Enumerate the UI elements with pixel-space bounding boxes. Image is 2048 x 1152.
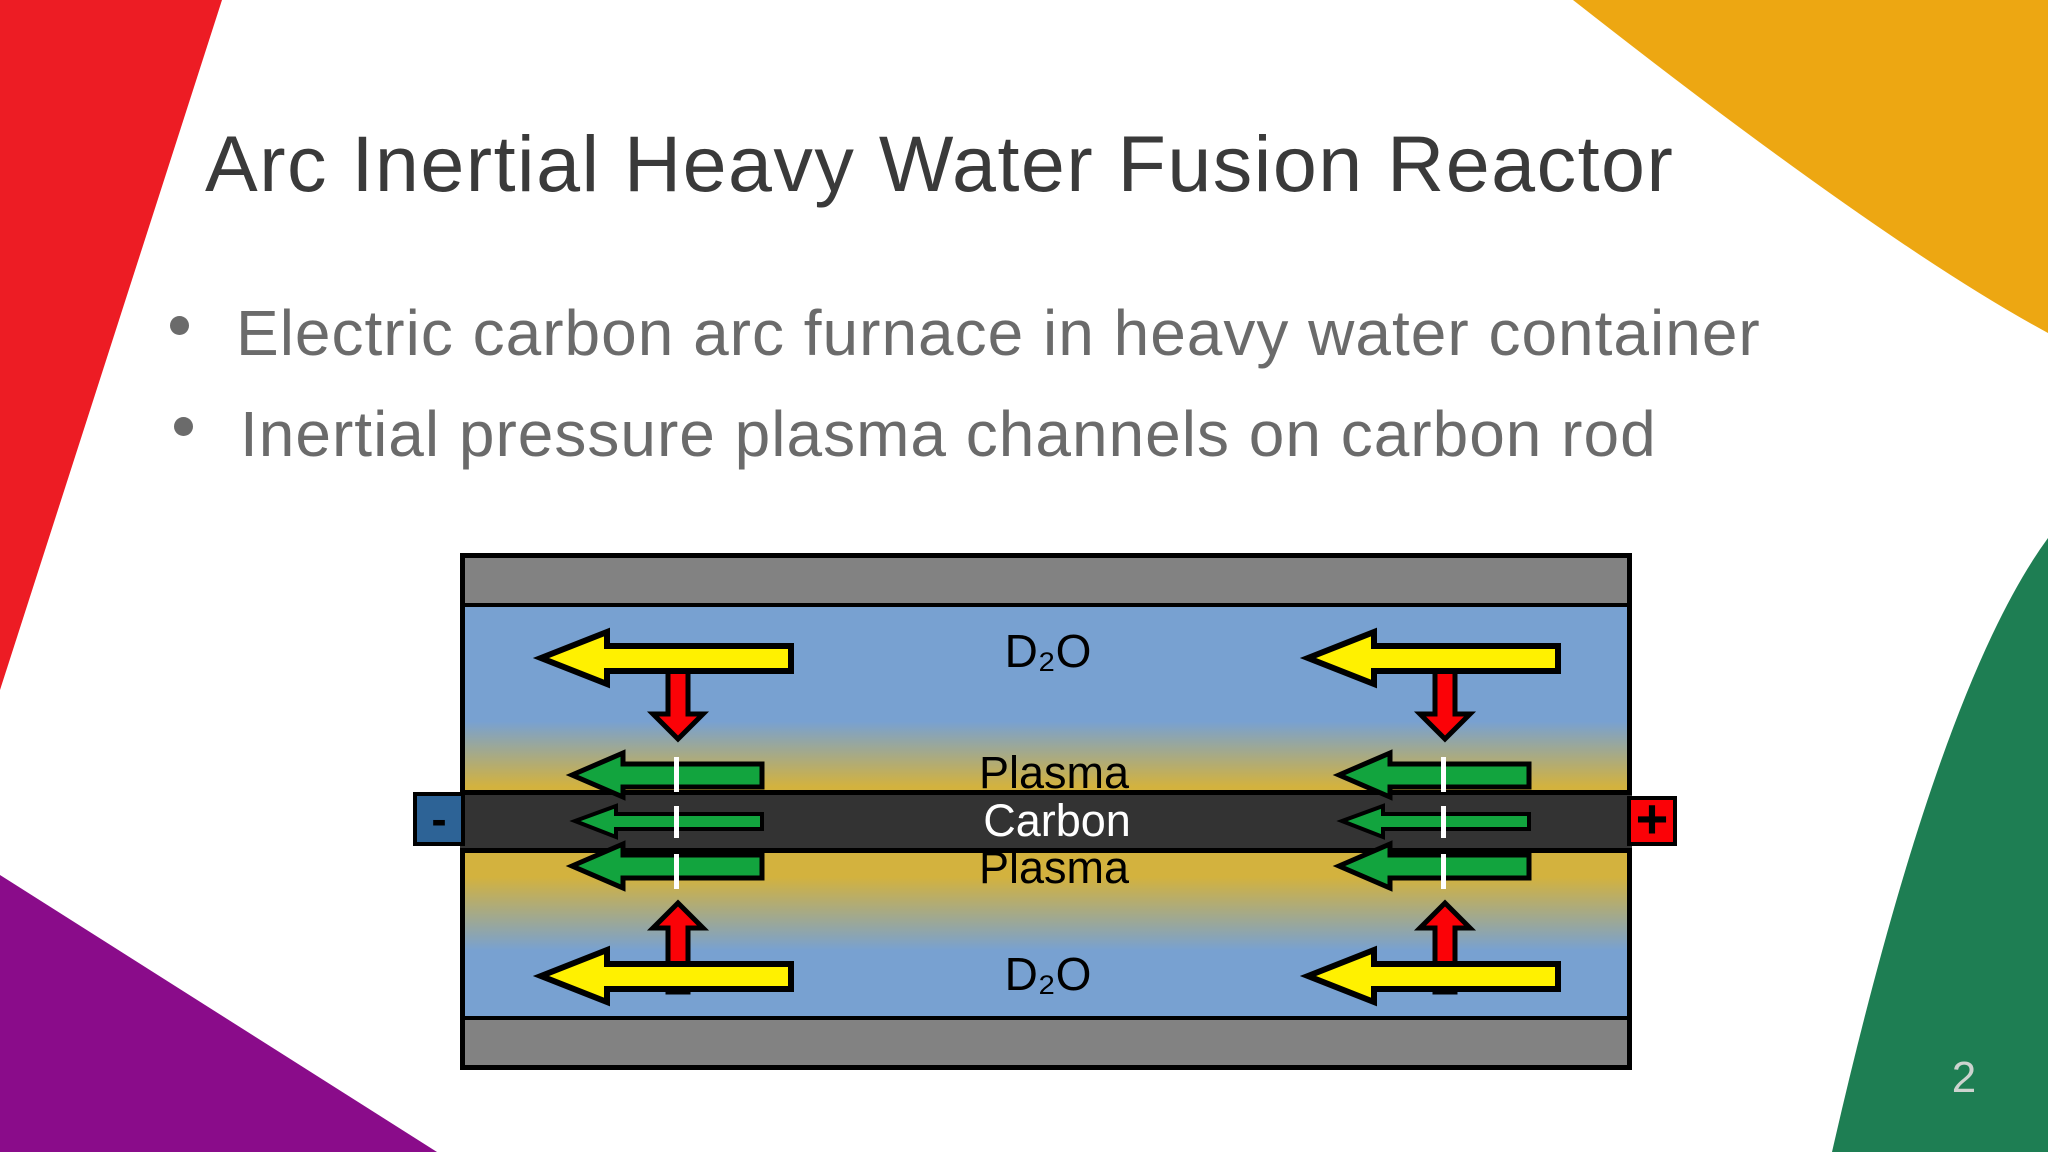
bullet-dot-icon xyxy=(174,417,193,436)
page-number: 2 xyxy=(1951,1053,1977,1102)
corner-wedge-bottom-right xyxy=(1832,538,2048,1152)
label-plasma-top: Plasma xyxy=(978,747,1130,798)
bullet-item-1: Electric carbon arc furnace in heavy wat… xyxy=(236,297,1761,369)
corner-triangle-top-left xyxy=(0,0,222,690)
label-carbon-rod: Carbon xyxy=(983,795,1131,846)
label-heavy-water-bottom: D₂O xyxy=(1004,948,1092,1000)
positive-electrode: + xyxy=(1627,791,1677,847)
corner-triangle-bottom-left xyxy=(0,875,437,1152)
bullet-dot-icon xyxy=(170,316,189,335)
label-plasma-bottom: Plasma xyxy=(978,842,1130,893)
slide-title: Arc Inertial Heavy Water Fusion Reactor xyxy=(205,119,1675,208)
negative-electrode: - xyxy=(413,792,465,846)
bullet-item-2: Inertial pressure plasma channels on car… xyxy=(240,398,1657,470)
container-wall-top xyxy=(465,558,1627,607)
container-wall-bottom xyxy=(465,1016,1627,1065)
label-heavy-water-top: D₂O xyxy=(1004,625,1092,677)
